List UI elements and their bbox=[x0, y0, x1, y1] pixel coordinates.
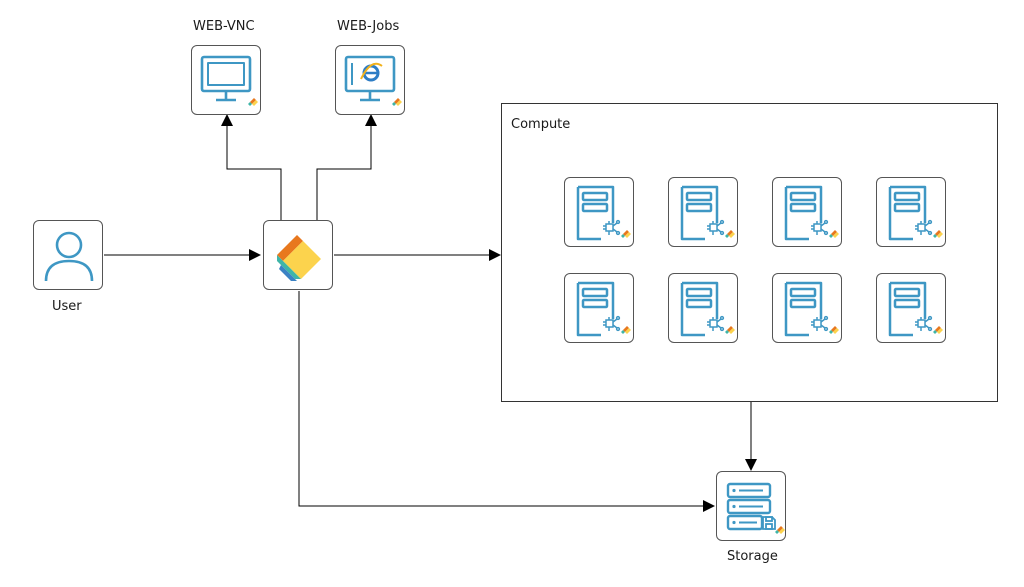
layers-logo-icon bbox=[277, 235, 321, 281]
compute-server-node[interactable] bbox=[876, 273, 946, 343]
compute-server-icon bbox=[888, 281, 943, 337]
compute-server-node[interactable] bbox=[564, 177, 634, 247]
edge-hub-to-web-vnc bbox=[221, 114, 282, 220]
compute-server-node[interactable] bbox=[668, 273, 738, 343]
compute-server-icon bbox=[784, 185, 839, 241]
compute-group: Compute bbox=[501, 103, 998, 402]
circuit-chip-icon bbox=[811, 315, 829, 332]
vendor-badge-icon bbox=[933, 230, 943, 238]
vendor-badge-icon bbox=[248, 98, 258, 106]
edge-hub-to-storage bbox=[298, 291, 715, 512]
web-vnc-node[interactable] bbox=[191, 45, 261, 115]
circuit-chip-icon bbox=[603, 315, 621, 332]
vendor-badge-icon bbox=[829, 230, 839, 238]
compute-server-node[interactable] bbox=[772, 177, 842, 247]
storage-label: Storage bbox=[727, 549, 778, 564]
vendor-badge-icon bbox=[725, 230, 735, 238]
vendor-badge-icon bbox=[829, 326, 839, 334]
compute-server-icon bbox=[888, 185, 943, 241]
browser-monitor-icon bbox=[344, 55, 402, 106]
compute-server-node[interactable] bbox=[772, 273, 842, 343]
circuit-chip-icon bbox=[915, 219, 933, 236]
vendor-badge-icon bbox=[392, 98, 402, 106]
user-node[interactable] bbox=[33, 220, 103, 290]
storage-node[interactable] bbox=[716, 471, 786, 541]
compute-server-node[interactable] bbox=[876, 177, 946, 247]
vendor-badge-icon bbox=[775, 526, 785, 534]
compute-server-icon bbox=[680, 185, 735, 241]
vendor-badge-icon bbox=[621, 326, 631, 334]
circuit-chip-icon bbox=[811, 219, 829, 236]
save-disk-icon bbox=[762, 516, 776, 530]
compute-server-icon bbox=[680, 281, 735, 337]
web-vnc-label: WEB-VNC bbox=[193, 19, 255, 34]
hub-node[interactable] bbox=[263, 220, 333, 290]
user-label: User bbox=[52, 299, 82, 314]
circuit-chip-icon bbox=[707, 315, 725, 332]
edge-hub-to-web-jobs bbox=[316, 114, 377, 220]
circuit-chip-icon bbox=[915, 315, 933, 332]
storage-server-icon bbox=[726, 482, 785, 534]
circuit-chip-icon bbox=[603, 219, 621, 236]
internet-explorer-icon bbox=[360, 62, 383, 82]
vendor-badge-icon bbox=[725, 326, 735, 334]
web-jobs-label: WEB-Jobs bbox=[337, 19, 400, 34]
vendor-badge-icon bbox=[621, 230, 631, 238]
compute-server-icon bbox=[576, 281, 631, 337]
compute-server-icon bbox=[784, 281, 839, 337]
vendor-badge-icon bbox=[933, 326, 943, 334]
circuit-chip-icon bbox=[707, 219, 725, 236]
compute-server-icon bbox=[576, 185, 631, 241]
web-jobs-node[interactable] bbox=[335, 45, 405, 115]
user-icon bbox=[44, 231, 94, 282]
compute-server-node[interactable] bbox=[564, 273, 634, 343]
compute-title: Compute bbox=[511, 117, 571, 132]
compute-server-node[interactable] bbox=[668, 177, 738, 247]
monitor-icon bbox=[200, 55, 258, 106]
